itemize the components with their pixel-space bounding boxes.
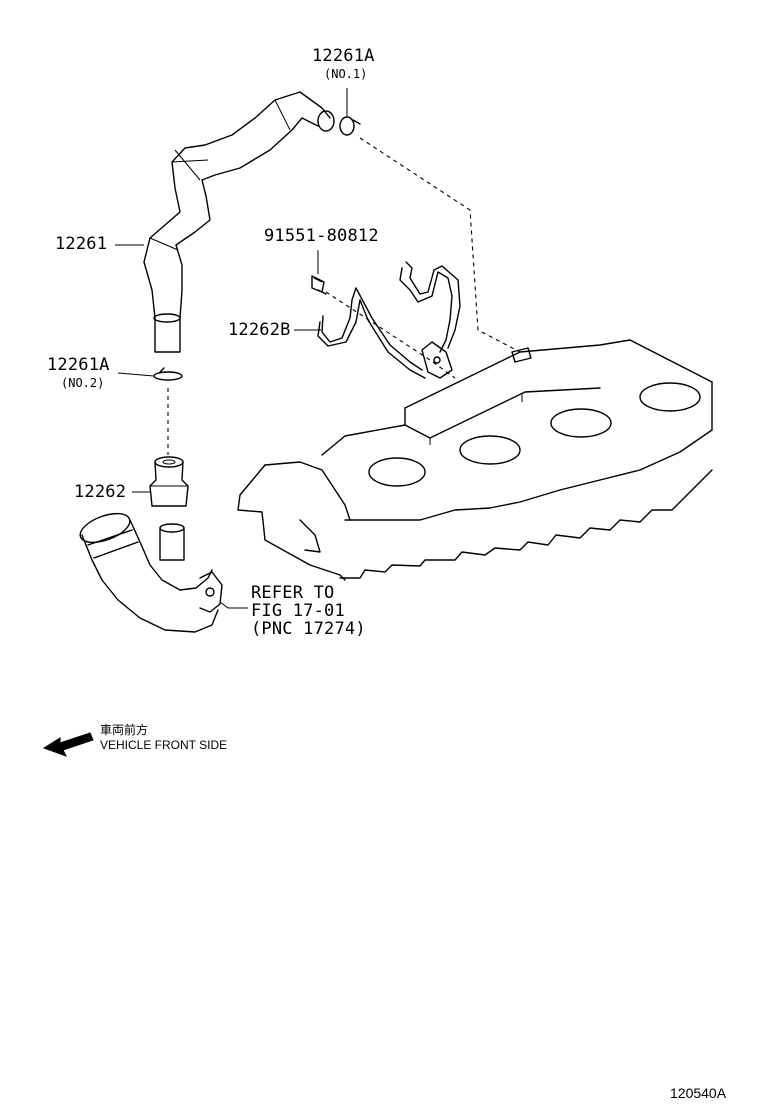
label-clip-no1-number: 12261A — [312, 46, 375, 66]
direction-japanese: 車両前方 — [100, 723, 149, 737]
label-bracket-number: 12262B — [228, 320, 291, 340]
label-clip-no1-qualifier: (NO.1) — [324, 67, 368, 81]
clip-no1 — [339, 116, 361, 136]
label-hose-number: 12261 — [55, 234, 108, 254]
reference-line-1: REFER TO — [251, 583, 335, 603]
bracket-12262b — [317, 261, 461, 379]
label-connector-number: 12262 — [74, 482, 127, 502]
connector-12262 — [149, 456, 189, 507]
cylinder-head-cover — [237, 339, 713, 581]
alignment-lines — [167, 137, 521, 455]
label-clip-no2-number: 12261A — [47, 355, 110, 375]
clip-no2 — [153, 367, 183, 381]
intake-elbow — [79, 512, 223, 633]
leader-lines — [115, 88, 348, 609]
vehicle-front-arrow — [42, 732, 94, 757]
reference-line-2: FIG 17-01 — [251, 601, 345, 621]
label-bolt-number: 91551-80812 — [264, 226, 379, 246]
direction-english: VEHICLE FRONT SIDE — [100, 738, 228, 752]
pcv-hose — [143, 91, 335, 353]
reference-line-3: (PNC 17274) — [251, 619, 366, 639]
illustration-id: 120540A — [670, 1085, 727, 1101]
bolt-91551 — [311, 275, 327, 295]
label-clip-no2-qualifier: (NO.2) — [61, 376, 105, 390]
